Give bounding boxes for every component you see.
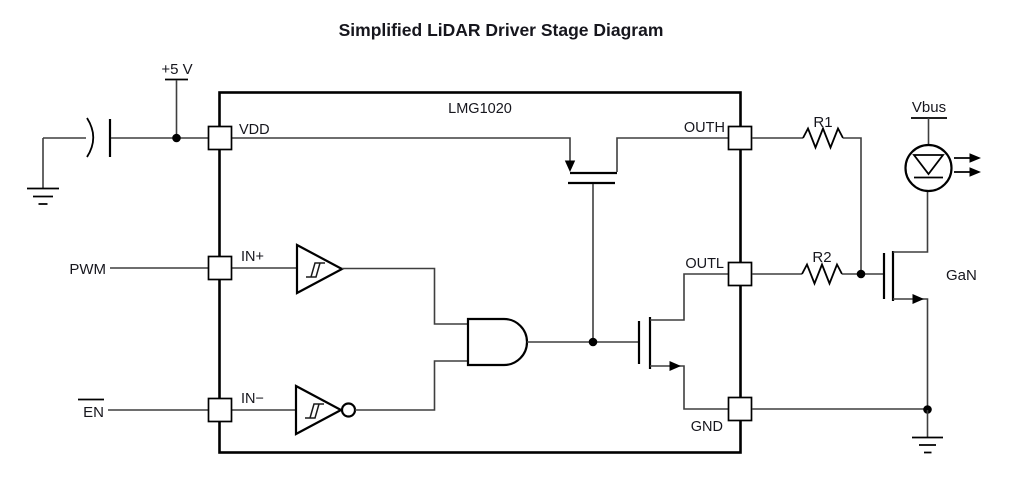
ground-symbol-right — [912, 410, 943, 454]
light-emission-arrows — [954, 153, 981, 177]
supply-5v-label: +5 V — [161, 61, 192, 78]
pin-in-plus — [207, 255, 233, 281]
outl-label: OUTL — [685, 256, 724, 272]
resistor-r1 — [802, 126, 844, 150]
wire-inverter-to-and — [355, 360, 468, 411]
schmitt-inverter — [294, 384, 357, 436]
r1-label: R1 — [813, 114, 832, 131]
hysteresis-icon — [306, 262, 325, 278]
resistor-r2 — [801, 262, 843, 286]
pin-vdd — [207, 125, 233, 151]
junction-dot-ground — [923, 405, 932, 414]
fet-source-arrow-right — [669, 361, 681, 371]
and-gate — [466, 317, 529, 367]
en-label: EN — [83, 404, 104, 421]
wire-r1-to-junction — [843, 137, 862, 274]
hysteresis-icon — [305, 403, 324, 419]
schmitt-buffer — [295, 243, 345, 295]
in-plus-label: IN+ — [241, 249, 264, 265]
junction-dot-5v — [172, 133, 181, 143]
pin-in-minus — [207, 397, 233, 423]
junction-dot-gates — [588, 337, 598, 347]
ground-symbol-left — [27, 138, 59, 205]
inverter-bubble — [340, 402, 357, 418]
pin-outh — [727, 125, 753, 151]
diagram-title: Simplified LiDAR Driver Stage Diagram — [339, 20, 664, 40]
wire-vdd-internal — [232, 137, 571, 161]
capacitor-symbol — [86, 117, 112, 158]
vdd-label: VDD — [239, 122, 270, 138]
low-side-fet — [637, 273, 728, 410]
outh-label: OUTH — [684, 120, 725, 136]
pin-gnd — [727, 396, 753, 422]
chip-name-label: LMG1020 — [448, 101, 512, 117]
laser-diode — [904, 143, 953, 193]
gan-source-arrow — [912, 294, 924, 304]
pin-outl — [727, 261, 753, 287]
pwm-label: PWM — [69, 261, 106, 278]
gnd-label: GND — [691, 419, 723, 435]
vbus-label: Vbus — [912, 99, 946, 116]
in-minus-label: IN− — [241, 391, 264, 407]
wire-buffer-to-and — [342, 267, 468, 325]
vbus-rail — [911, 117, 947, 145]
power-rail-5v — [165, 78, 188, 143]
r2-label: R2 — [812, 249, 831, 266]
fet-source-arrow-down — [564, 160, 576, 172]
gan-fet — [882, 191, 929, 410]
gan-label: GaN — [946, 267, 977, 284]
high-side-fet — [564, 137, 728, 342]
diode-triangle — [912, 154, 945, 176]
junction-dot-gate-drive — [856, 269, 866, 279]
